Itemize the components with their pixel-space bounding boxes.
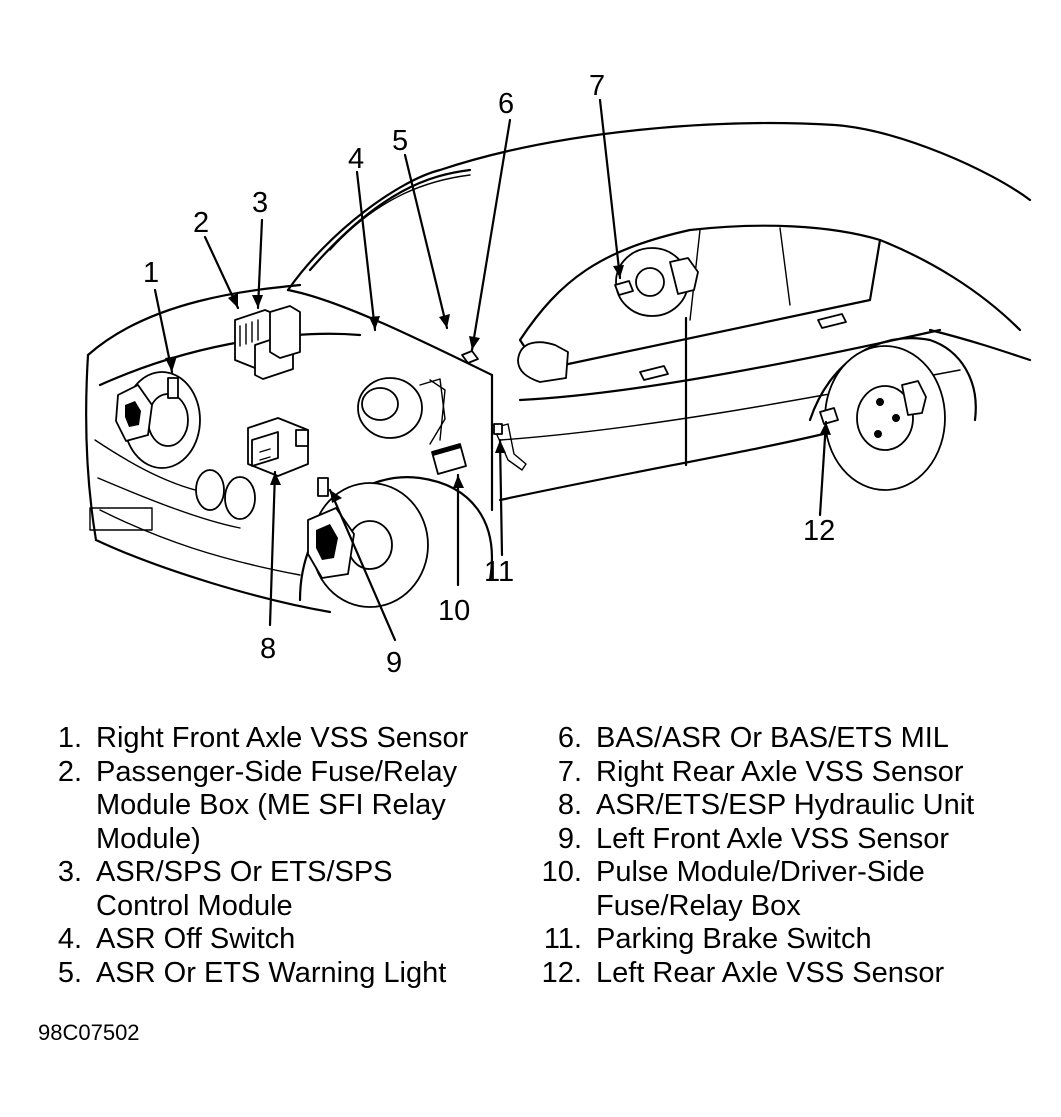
legend-text: Right Rear Axle VSS Sensor [596, 755, 964, 788]
parking-brake-switch [493, 423, 527, 471]
legend-text: ASR Or ETS Warning Light [96, 956, 447, 989]
legend-item: 9. Left Front Axle VSS Sensor [530, 823, 1050, 857]
legend-item: 12. Left Rear Axle VSS Sensor [530, 957, 1050, 991]
callout-4: 4 [348, 143, 364, 175]
legend-item: 6. BAS/ASR Or BAS/ETS MIL [530, 722, 1050, 756]
callout-12: 12 [803, 515, 835, 547]
legend-text: Left Front Axle VSS Sensor [596, 822, 950, 855]
left-front-brake-assembly [307, 477, 429, 608]
legend-text: Parking Brake Switch [596, 923, 872, 955]
legend-text: ASR Off Switch [96, 923, 296, 955]
callout-10: 10 [438, 595, 470, 627]
figure-code: 98C07502 [38, 1020, 140, 1045]
arrowheads [165, 265, 831, 503]
legend-text: Right Front Axle VSS Sensor [96, 722, 469, 754]
callout-9: 9 [386, 647, 402, 679]
hydraulic-unit [247, 417, 309, 477]
legend-number: 5. [57, 956, 82, 989]
right-rear-brake-assembly [614, 247, 699, 317]
callout-3: 3 [252, 187, 268, 219]
legend-number: 7. [557, 755, 582, 788]
fuse-relay-and-control-module [234, 305, 301, 380]
legend-left-column: 1. Right Front Axle VSS Sensor 2. Passen… [30, 722, 530, 990]
legend-number: 3. [57, 856, 82, 888]
legend-number: 11. [543, 923, 582, 955]
legend-item: 5. ASR Or ETS Warning Light [30, 957, 530, 991]
legend-number: 8. [557, 789, 582, 821]
callout-7: 7 [589, 70, 605, 102]
legend-number: 2. [57, 755, 82, 788]
callout-numbers: 1 2 3 4 5 6 7 8 9 10 11 12 [143, 70, 835, 679]
right-front-brake-assembly [115, 371, 201, 469]
legend-number: 1. [57, 722, 82, 754]
legend-number: 4. [57, 923, 82, 955]
callout-2: 2 [193, 207, 209, 239]
callout-5: 5 [392, 125, 408, 157]
car-component-diagram: 1 2 3 4 5 6 7 8 9 10 11 12 [84, 70, 1032, 679]
legend-text: BAS/ASR Or BAS/ETS MIL [596, 722, 949, 754]
legend-right-column: 6. BAS/ASR Or BAS/ETS MIL 7. Right Rear … [530, 722, 1050, 990]
legend-text: ASR/ETS/ESP Hydraulic Unit [596, 789, 975, 821]
left-rear-brake-assembly [819, 345, 946, 491]
legend-number: 9. [557, 822, 582, 855]
legend-item: 1. Right Front Axle VSS Sensor [30, 722, 530, 756]
pulse-module [431, 443, 467, 475]
callout-11: 11 [484, 556, 514, 588]
legend-item: 11. Parking Brake Switch [530, 923, 1050, 957]
dash-warning-light [461, 350, 479, 364]
callout-1: 1 [143, 257, 159, 289]
callout-8: 8 [260, 633, 276, 665]
legend-item: 7. Right Rear Axle VSS Sensor [530, 756, 1050, 790]
car-illustration: 1 2 3 4 5 6 7 8 9 10 11 12 [84, 70, 1032, 679]
legend-item: 4. ASR Off Switch [30, 923, 530, 957]
legend-number: 10. [541, 856, 582, 888]
callout-6: 6 [498, 88, 514, 120]
legend-item: 8. ASR/ETS/ESP Hydraulic Unit [530, 789, 1050, 823]
brake-booster [357, 377, 446, 445]
legend-number: 6. [557, 722, 582, 754]
legend-text: Left Rear Axle VSS Sensor [596, 956, 945, 989]
legend-number: 12. [541, 956, 582, 989]
